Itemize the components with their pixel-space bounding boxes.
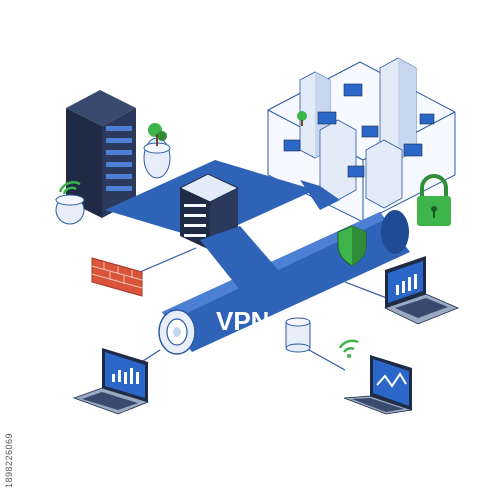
wifi-icon: [338, 339, 359, 358]
wifi-icon: [55, 181, 85, 225]
tree-icon: [143, 123, 171, 179]
office-building-icon: [267, 57, 456, 223]
storage-cylinder-icon: [285, 317, 311, 353]
stock-id-text: 1898226069: [4, 432, 14, 488]
server-rack-icon: [66, 90, 136, 218]
vpn-label: VPN: [216, 306, 269, 336]
laptop-icon: [343, 355, 413, 415]
padlock-icon: [417, 174, 451, 226]
laptop-icon: [72, 348, 150, 415]
firewall-icon: [91, 257, 143, 297]
shield-icon: [337, 225, 367, 267]
laptop-icon: [383, 256, 460, 325]
stock-id-label: 1898226069: [2, 380, 16, 490]
